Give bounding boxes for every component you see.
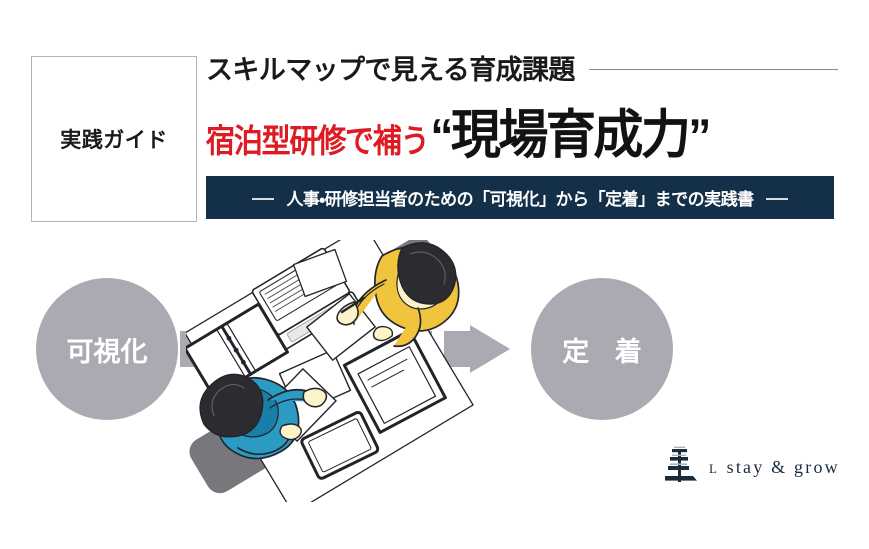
flow-end-circle: 定 着 [531, 278, 673, 420]
arrow-head-icon [470, 325, 510, 373]
kicker-text: スキルマップで見える育成課題 [206, 54, 575, 85]
subtitle-bar: 人事・研修担当者のための「可視化」から「定着」までの実践書 [206, 176, 834, 219]
clipboard [342, 329, 447, 434]
headline-row: 宿泊型研修で補う “現場育成力” [206, 96, 838, 164]
subtitle-text: 人事・研修担当者のための「可視化」から「定着」までの実践書 [286, 190, 754, 209]
kicker-row: スキルマップで見える育成課題 [206, 48, 838, 86]
logo-name: stay & grow [726, 456, 840, 477]
headline-black-text: “現場育成力” [430, 92, 711, 168]
practical-guide-badge: 実践ガイド [31, 56, 197, 222]
quote-open: “ [430, 108, 453, 163]
brand-logo: L stay & grow [663, 446, 840, 488]
tablet [300, 410, 380, 480]
headline-emphasis: 現場育成力 [450, 105, 691, 164]
headline-red-text: 宿泊型研修で補う [206, 123, 430, 160]
person-yellow [336, 242, 460, 348]
flow-end-label: 定 着 [562, 336, 651, 367]
badge-label: 実践ガイド [60, 129, 168, 152]
quote-close: ” [688, 108, 711, 163]
notebook [186, 302, 289, 398]
dash-left-icon [252, 197, 275, 200]
arrow-segment [444, 331, 472, 367]
logo-lead: L [709, 460, 720, 476]
flow-start-label: 可視化 [66, 336, 148, 367]
subtitle-text-wrap: 人事・研修担当者のための「可視化」から「定着」までの実践書 [240, 185, 799, 210]
logo-wordmark: L stay & grow [709, 457, 840, 478]
kicker-divider [588, 68, 838, 70]
person-teal [199, 373, 328, 460]
stacked-bars-mark-icon [665, 446, 697, 482]
flow-start-circle: 可視化 [36, 278, 178, 420]
header-block: スキルマップで見える育成課題 宿泊型研修で補う “現場育成力” [206, 48, 838, 164]
desk-scene-illustration [186, 240, 474, 502]
dash-right-icon [765, 197, 788, 200]
